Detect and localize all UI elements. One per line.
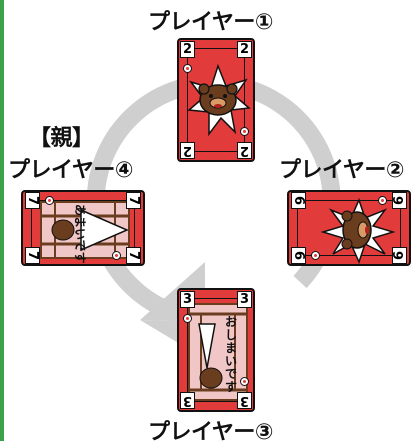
card-pip	[378, 196, 387, 205]
card-rank-top-right: 2	[237, 41, 252, 58]
player-1-card[interactable]: 2 2 2 2	[177, 38, 255, 162]
card-caption: おしまいです	[225, 315, 238, 394]
card-pip	[183, 64, 192, 73]
card-rank-bottom: 6	[291, 247, 306, 264]
player-3-card[interactable]: おしまいです 3 3 3 3	[177, 288, 255, 412]
card-rank-top-right: 6	[392, 192, 407, 209]
player-2-card[interactable]: 6 6 6 6	[287, 190, 411, 266]
card-pip	[311, 251, 320, 260]
player-4-badge: 【親】	[29, 126, 94, 151]
bear-face-icon	[320, 197, 396, 264]
card-pip	[240, 377, 249, 386]
player-4-label: プレイヤー④	[8, 158, 133, 183]
player-2-label: プレイヤー②	[279, 158, 404, 183]
card-rank-bottom-right: 7	[126, 247, 141, 264]
cage-bars-icon	[188, 303, 248, 401]
card-rank-bottom-right: 2	[237, 142, 252, 159]
bear-face-icon	[187, 63, 251, 137]
card-rank-bottom-right: 6	[392, 247, 407, 264]
card-pip	[183, 314, 192, 323]
player-1-label: プレイヤー①	[148, 10, 273, 35]
card-rank-top: 6	[291, 192, 306, 209]
card-rank-bottom: 7	[25, 247, 40, 264]
left-edge-bar	[0, 0, 4, 441]
card-rank-top-right: 7	[126, 192, 141, 209]
card-rank-bottom: 3	[180, 392, 195, 409]
cage-bars-icon	[40, 201, 130, 259]
card-rank-top: 2	[180, 41, 195, 58]
card-caption: あまいです	[73, 204, 87, 264]
card-rank-top-right: 3	[237, 291, 252, 308]
card-rank-bottom: 2	[180, 142, 195, 159]
card-pip	[45, 196, 54, 205]
player-3-label: プレイヤー③	[148, 420, 273, 445]
card-rank-top: 7	[25, 192, 40, 209]
card-pip	[112, 251, 121, 260]
player-4-card[interactable]: あまいです 7 7 7 7	[21, 190, 145, 266]
card-rank-bottom-right: 3	[237, 392, 252, 409]
card-rank-top: 3	[180, 291, 195, 308]
card-pip	[240, 127, 249, 136]
